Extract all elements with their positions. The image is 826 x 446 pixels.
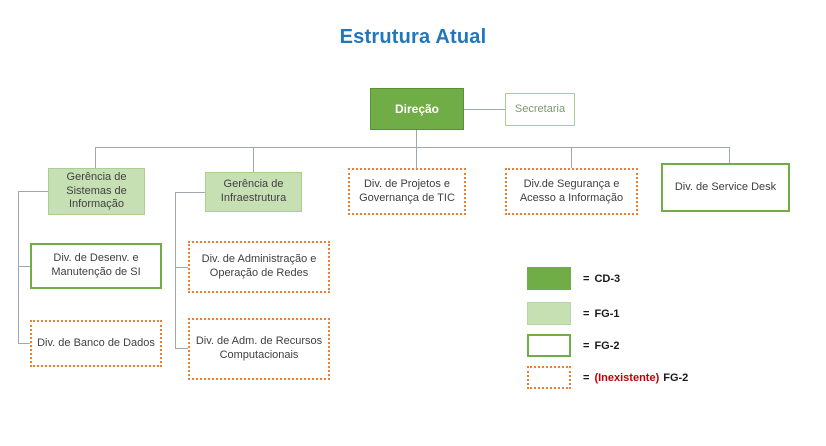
connector-drop-ger-si	[95, 147, 96, 168]
node-direcao: Direção	[370, 88, 464, 130]
legend-eq-fg1: =	[583, 307, 590, 320]
legend-swatch-inexistente	[527, 366, 571, 389]
legend-label-fg2: = FG-2	[583, 340, 620, 352]
legend-text-cd3: CD-3	[594, 272, 621, 285]
connector-infra-elbow-v	[175, 192, 176, 349]
legend-swatch-fg2	[527, 334, 571, 357]
connector-level2-bus	[95, 147, 730, 148]
legend-item-inexistente-fg2: = (Inexistente)FG-2	[527, 366, 688, 389]
node-gerencia-infraestrutura: Gerência de Infraestrutura	[205, 172, 302, 212]
legend-label-inexistente: = (Inexistente)FG-2	[583, 372, 688, 384]
connector-si-stub-desenv	[18, 266, 30, 267]
page-title: Estrutura Atual	[339, 26, 487, 48]
legend-swatch-cd3	[527, 267, 571, 290]
connector-si-elbow-v	[18, 191, 19, 344]
node-div-banco-de-dados: Div. de Banco de Dados	[30, 320, 162, 367]
node-gerencia-sistemas-informacao: Gerência de Sistemas de Informação	[48, 168, 145, 215]
connector-drop-seguranca	[571, 147, 572, 168]
connector-infra-elbow-h	[175, 192, 205, 193]
connector-direcao-secretaria	[464, 109, 505, 110]
node-div-desenv-manutencao-si: Div. de Desenv. e Manutenção de SI	[30, 243, 162, 289]
connector-infra-stub-redes	[175, 267, 188, 268]
legend-text-inexistente: FG-2	[663, 371, 689, 384]
legend-eq-cd3: =	[583, 272, 590, 285]
legend-inexistente-red-text: (Inexistente)	[594, 371, 660, 384]
connector-infra-stub-recursos	[175, 348, 188, 349]
legend-text-fg1: FG-1	[594, 307, 620, 320]
connector-drop-ger-infra	[253, 147, 254, 172]
node-div-service-desk: Div. de Service Desk	[661, 163, 790, 212]
connector-direcao-drop	[416, 130, 417, 168]
connector-si-elbow-h	[18, 191, 48, 192]
legend-label-cd3: = CD-3	[583, 273, 620, 285]
connector-si-stub-banco	[18, 343, 30, 344]
node-div-administracao-operacao-redes: Div. de Administração e Operação de Rede…	[188, 241, 330, 293]
node-secretaria: Secretaria	[505, 93, 575, 126]
legend-label-fg1: = FG-1	[583, 308, 620, 320]
legend-eq-fg2: =	[583, 339, 590, 352]
legend-eq-inexistente: =	[583, 371, 590, 384]
legend-text-fg2: FG-2	[594, 339, 620, 352]
legend-item-cd3: = CD-3	[527, 267, 620, 290]
legend-item-fg1: = FG-1	[527, 302, 620, 325]
legend-swatch-fg1	[527, 302, 571, 325]
node-div-projetos-governanca-tic: Div. de Projetos e Governança de TIC	[348, 168, 466, 215]
node-div-seguranca-acesso-informacao: Div.de Segurança e Acesso a Informação	[505, 168, 638, 215]
legend-item-fg2: = FG-2	[527, 334, 620, 357]
connector-drop-service-desk	[729, 147, 730, 163]
node-div-adm-recursos-computacionais: Div. de Adm. de Recursos Computacionais	[188, 318, 330, 380]
